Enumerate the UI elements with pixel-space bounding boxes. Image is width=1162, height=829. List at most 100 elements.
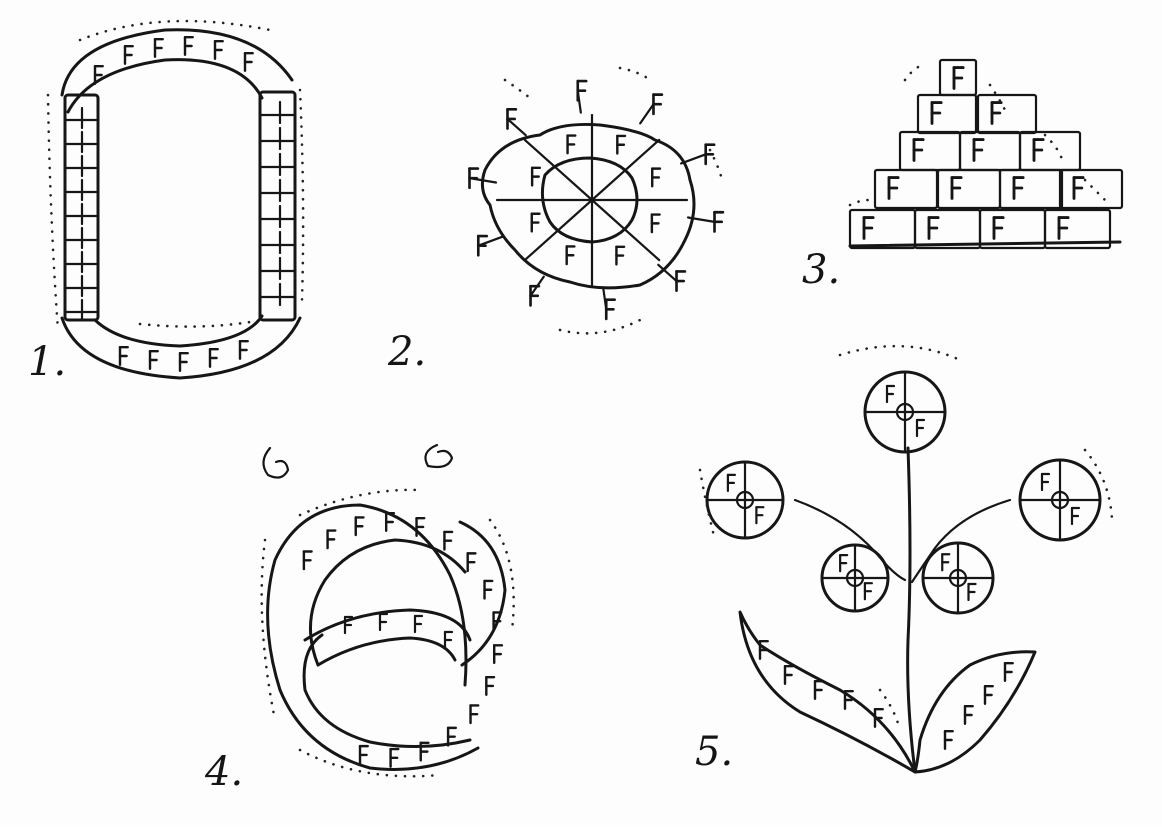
- figure-3-pyramid: [848, 58, 1124, 250]
- brick: [1018, 130, 1082, 172]
- couching-stitch: [1057, 216, 1070, 240]
- tuft-line: [680, 153, 707, 165]
- couching-stitch: [943, 729, 954, 751]
- couching-stitch: [419, 741, 430, 762]
- tuft-line: [468, 177, 498, 184]
- couching-stitch: [758, 639, 769, 661]
- tuft-line: [686, 216, 716, 223]
- couching-stitch: [93, 64, 104, 86]
- couching-stitch: [238, 339, 249, 361]
- couching-stitch: [704, 143, 716, 166]
- couching-stitch: [565, 245, 576, 266]
- tuft-line: [602, 286, 608, 311]
- flower-head: [921, 541, 995, 615]
- couching-stitch: [885, 384, 896, 404]
- figure-4-label: 4.: [205, 749, 244, 795]
- brick: [848, 208, 917, 250]
- couching-stitch: [443, 630, 454, 650]
- figure-4-crescent: [260, 443, 515, 778]
- couching-stitch: [992, 216, 1005, 240]
- couching-stitch: [930, 101, 943, 125]
- couching-stitch: [358, 744, 369, 765]
- couching-stitch: [466, 552, 477, 573]
- couching-stitch: [178, 351, 189, 373]
- couching-stitch: [963, 704, 974, 726]
- flower-center: [735, 490, 755, 510]
- brick: [958, 130, 1022, 172]
- couching-stitch: [927, 216, 940, 240]
- flower-center: [948, 568, 968, 588]
- couching-stitch: [726, 473, 737, 492]
- couching-stitch: [208, 347, 219, 369]
- brick: [1043, 208, 1112, 250]
- couching-stitch: [183, 35, 194, 57]
- tuft-line: [506, 117, 527, 137]
- couching-stitch: [652, 93, 664, 116]
- couching-stitch: [530, 166, 542, 187]
- couching-stitch: [972, 138, 985, 162]
- couching-stitch: [485, 675, 496, 696]
- brick: [873, 168, 939, 210]
- couching-stitch: [566, 134, 577, 155]
- couching-stitch: [389, 747, 400, 768]
- couching-stitch: [941, 553, 951, 572]
- couching-stitch: [915, 418, 926, 438]
- couching-stitch: [446, 726, 457, 747]
- couching-stitch: [1040, 472, 1051, 492]
- brick: [976, 93, 1038, 135]
- tuft-line: [477, 235, 504, 247]
- figure-3-label: 3.: [802, 247, 841, 293]
- couching-stitch: [243, 51, 254, 73]
- couching-stitch: [1003, 661, 1014, 683]
- rosette-spoke: [523, 138, 594, 202]
- couching-stitch: [148, 349, 159, 371]
- couching-stitch: [950, 176, 963, 200]
- couching-stitch: [675, 270, 687, 292]
- couching-stitch: [862, 216, 875, 240]
- figure-2-label: 2.: [388, 329, 427, 375]
- couching-stitch: [483, 579, 494, 600]
- figure-2-rosette: [468, 66, 725, 335]
- flower-center: [1050, 490, 1070, 510]
- tuft-line: [657, 263, 678, 283]
- couching-stitch: [123, 44, 134, 66]
- couching-stitch: [604, 298, 616, 321]
- couching-stitch: [213, 39, 224, 61]
- brick: [998, 168, 1064, 210]
- couching-stitch: [651, 167, 662, 188]
- couching-stitch: [1072, 176, 1085, 200]
- couching-stitch: [354, 516, 365, 537]
- figure-1-frame: [46, 19, 305, 380]
- flower-center: [895, 402, 915, 422]
- couching-stitch: [615, 245, 626, 266]
- brick: [916, 93, 978, 135]
- rosette-spoke: [590, 138, 661, 202]
- tuft-line: [576, 89, 582, 114]
- flower-center: [845, 568, 865, 588]
- couching-stitch: [469, 704, 480, 725]
- couching-stitch: [713, 210, 725, 233]
- couching-stitch: [302, 550, 313, 571]
- couching-stitch: [967, 582, 977, 602]
- flower-head: [863, 370, 947, 454]
- couching-stitch: [887, 176, 900, 200]
- tuft-line: [529, 275, 545, 297]
- couching-stitch: [650, 213, 661, 234]
- couching-stitch: [492, 644, 504, 665]
- couching-stitch: [153, 37, 164, 59]
- couching-stitch: [863, 582, 874, 601]
- brick: [1058, 168, 1124, 210]
- couching-stitch: [839, 554, 849, 573]
- flower-head: [1018, 458, 1102, 542]
- figure-5-flower: [698, 344, 1114, 774]
- couching-stitch: [492, 611, 503, 632]
- couching-stitch: [118, 345, 129, 367]
- couching-stitch: [378, 612, 389, 632]
- rosette-spoke: [590, 198, 661, 262]
- couching-stitch: [783, 664, 794, 686]
- pyramid-base: [848, 240, 1122, 248]
- couching-stitch: [415, 516, 426, 537]
- couching-stitch: [326, 529, 337, 550]
